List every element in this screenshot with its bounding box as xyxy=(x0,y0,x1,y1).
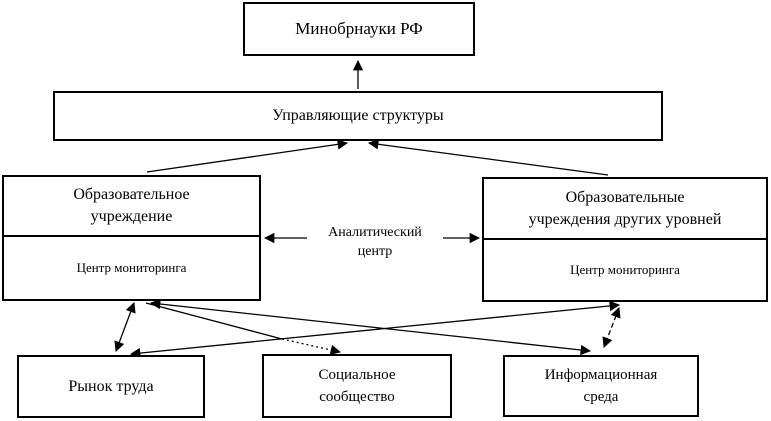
node-social-community-label: Социальное сообщество xyxy=(318,364,395,408)
node-ministry: Минобрнауки РФ xyxy=(243,2,475,56)
node-edu-other-title-line2: учреждения других уровней xyxy=(528,210,722,228)
node-analytic-center-line1: Аналитический xyxy=(328,225,422,240)
node-edu-other-monitoring-label: Центр мониторинга xyxy=(570,262,680,277)
node-edu-other-title-section: Образовательные учреждения других уровне… xyxy=(484,179,766,240)
node-social-community-line2: сообщество xyxy=(319,389,395,405)
node-edu-institution-monitoring-label: Центр мониторинга xyxy=(76,260,187,275)
arrow-edu-institution-to-social-dotted-part xyxy=(281,338,342,356)
node-analytic-center: Аналитический центр xyxy=(300,223,450,261)
node-social-community-line1: Социальное xyxy=(318,367,396,383)
node-edu-other-levels: Образовательные учреждения других уровне… xyxy=(482,177,768,302)
arrow-edu-institution-labor-bidirectional xyxy=(114,302,136,352)
node-edu-institution-title-section: Образовательное учреждение xyxy=(4,177,259,237)
node-info-environment-line2: среда xyxy=(583,389,619,405)
node-edu-other-title-line1: Образовательные xyxy=(565,188,685,206)
node-social-community: Социальное сообщество xyxy=(262,354,452,418)
node-edu-institution-title-line2: учреждение xyxy=(90,208,173,225)
node-labor-market-label: Рынок труда xyxy=(68,377,154,395)
node-edu-institution: Образовательное учреждение Центр монитор… xyxy=(2,175,261,301)
node-edu-other-sub-section: Центр мониторинга xyxy=(484,240,766,300)
arrow-edu-other-to-management xyxy=(367,139,609,176)
arrow-labor-edu-other-bidirectional xyxy=(129,300,621,359)
arrow-edu-institution-info-bidirectional xyxy=(149,298,592,356)
node-labor-market: Рынок труда xyxy=(17,355,205,418)
node-edu-institution-sub-section: Центр мониторинга xyxy=(4,237,259,299)
node-info-environment-label: Информационная среда xyxy=(545,364,658,408)
node-management-label: Управляющие структуры xyxy=(272,107,444,124)
node-info-environment-line1: Информационная xyxy=(544,367,658,383)
node-edu-institution-title-line1: Образовательное xyxy=(73,186,190,203)
arrow-edu-institution-to-management xyxy=(146,139,349,173)
node-info-environment: Информационная среда xyxy=(503,355,699,417)
node-analytic-center-line2: центр xyxy=(357,244,393,259)
node-management: Управляющие структуры xyxy=(53,91,663,141)
arrow-edu-other-info-dashed-bidirectional xyxy=(602,307,621,348)
arrow-edu-institution-to-social-solid-part xyxy=(145,302,283,340)
node-ministry-label: Минобрнауки РФ xyxy=(295,19,423,38)
